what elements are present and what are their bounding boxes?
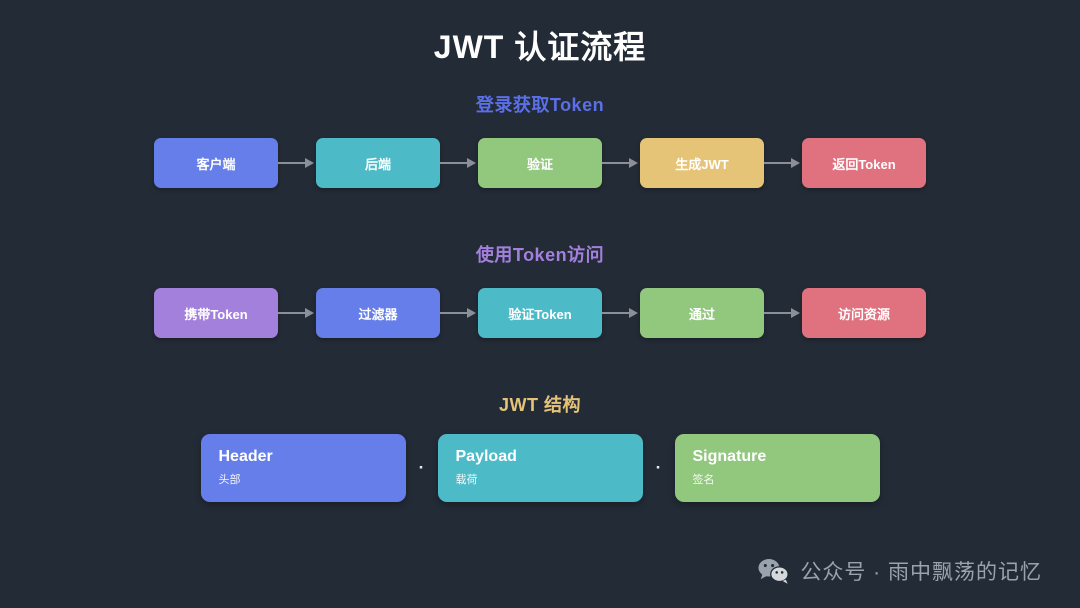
arrow-head [791, 308, 800, 318]
arrow-icon [278, 156, 316, 170]
jwt-part-subtitle: 头部 [218, 474, 241, 486]
jwt-part-name: Signature [692, 448, 767, 465]
jwt-part-name: Header [218, 448, 273, 465]
arrow-head [467, 308, 476, 318]
flow-step-box[interactable]: 返回Token [802, 138, 926, 188]
page-title: JWT 认证流程 [433, 29, 647, 65]
arrow-shaft [278, 312, 306, 314]
section-title-access: 使用Token访问 [475, 245, 605, 265]
arrow-shaft [602, 162, 630, 164]
structure-row: Header 头部 · Payload 载荷 · Signature 签名 [0, 434, 1080, 502]
watermark: 公众号 · 雨中飘荡的记忆 [758, 556, 1042, 586]
flow-step-box[interactable]: 过滤器 [316, 288, 440, 338]
arrow-shaft [602, 312, 630, 314]
jwt-part-box[interactable]: Header 头部 [200, 434, 406, 502]
arrow-head [791, 158, 800, 168]
flow-step-label: 返回Token [832, 156, 896, 172]
jwt-part-separator: · [655, 458, 662, 477]
arrow-shaft [764, 312, 792, 314]
flow-step-box[interactable]: 客户端 [154, 138, 278, 188]
jwt-part-separator: · [418, 458, 425, 477]
flow-step-label: 访问资源 [837, 306, 890, 322]
arrow-icon [602, 156, 640, 170]
flow-step-label: 验证 [526, 156, 553, 172]
jwt-part-subtitle: 签名 [692, 474, 715, 486]
arrow-head [629, 308, 638, 318]
arrow-shaft [440, 162, 468, 164]
arrow-head [629, 158, 638, 168]
arrow-shaft [440, 312, 468, 314]
flow-step-label: 携带Token [184, 306, 248, 322]
arrow-shaft [764, 162, 792, 164]
section-title-login: 登录获取Token [475, 95, 605, 115]
flow-step-label: 过滤器 [358, 306, 398, 322]
flow-step-label: 客户端 [196, 156, 236, 172]
jwt-part-name: Payload [455, 448, 517, 465]
flow-step-label: 生成JWT [675, 156, 729, 172]
arrow-icon [764, 156, 802, 170]
flow-step-box[interactable]: 通过 [640, 288, 764, 338]
flow-step-box[interactable]: 验证 [478, 138, 602, 188]
arrow-icon [440, 306, 478, 320]
watermark-text: 公众号 · 雨中飘荡的记忆 [800, 561, 1042, 584]
flow-step-box[interactable]: 携带Token [154, 288, 278, 338]
arrow-icon [278, 306, 316, 320]
jwt-part-subtitle: 载荷 [455, 474, 478, 486]
arrow-icon [440, 156, 478, 170]
arrow-head [305, 308, 314, 318]
arrow-icon [602, 306, 640, 320]
arrow-head [305, 158, 314, 168]
flow-step-box[interactable]: 验证Token [478, 288, 602, 338]
section-access: 使用Token访问 携带Token 过滤器 验证Token 通过 访问资源 [0, 241, 1080, 338]
section-title-structure: JWT 结构 [499, 395, 581, 415]
flow-row-login: 客户端 后端 验证 生成JWT 返回Token [0, 138, 1080, 188]
arrow-shaft [278, 162, 306, 164]
flow-step-label: 通过 [688, 306, 715, 322]
jwt-part-box[interactable]: Signature 签名 [674, 434, 880, 502]
wechat-icon [758, 558, 790, 584]
flow-step-box[interactable]: 后端 [316, 138, 440, 188]
arrow-head [467, 158, 476, 168]
flow-step-label: 后端 [364, 156, 391, 172]
jwt-part-box[interactable]: Payload 载荷 [437, 434, 643, 502]
flow-step-label: 验证Token [508, 306, 572, 322]
arrow-icon [764, 306, 802, 320]
section-structure: JWT 结构 Header 头部 · Payload 载荷 · Signature 签名 [0, 391, 1080, 502]
section-login: 登录获取Token 客户端 后端 验证 生成JWT 返回Token [0, 91, 1080, 188]
flow-step-box[interactable]: 访问资源 [802, 288, 926, 338]
flow-step-box[interactable]: 生成JWT [640, 138, 764, 188]
flow-row-access: 携带Token 过滤器 验证Token 通过 访问资源 [0, 288, 1080, 338]
